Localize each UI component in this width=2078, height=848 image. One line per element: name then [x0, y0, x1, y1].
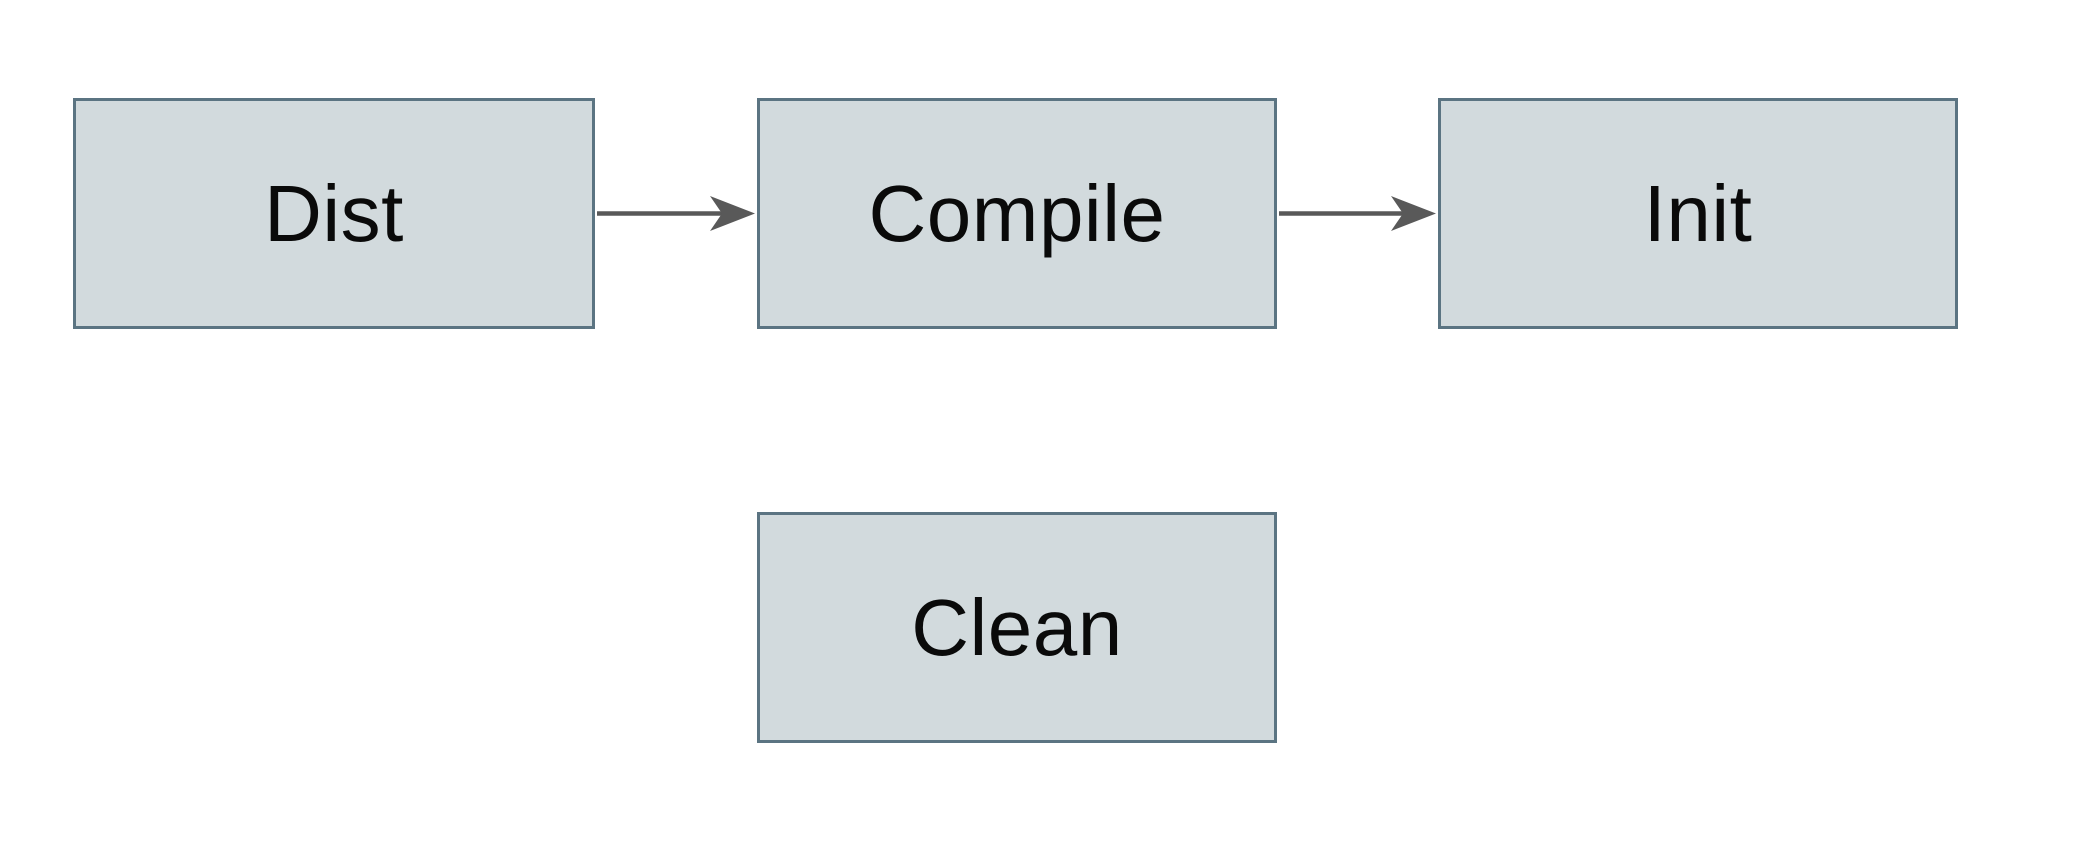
node-clean-label: Clean: [911, 582, 1123, 672]
arrow-compile-to-init: [1279, 196, 1436, 231]
node-dist-label: Dist: [264, 168, 404, 258]
node-compile[interactable]: Compile: [757, 98, 1277, 329]
node-init[interactable]: Init: [1438, 98, 1958, 329]
node-clean[interactable]: Clean: [757, 512, 1277, 743]
node-dist[interactable]: Dist: [73, 98, 595, 329]
node-compile-label: Compile: [868, 168, 1166, 258]
node-init-label: Init: [1643, 168, 1753, 258]
arrow-dist-to-compile: [597, 196, 755, 231]
